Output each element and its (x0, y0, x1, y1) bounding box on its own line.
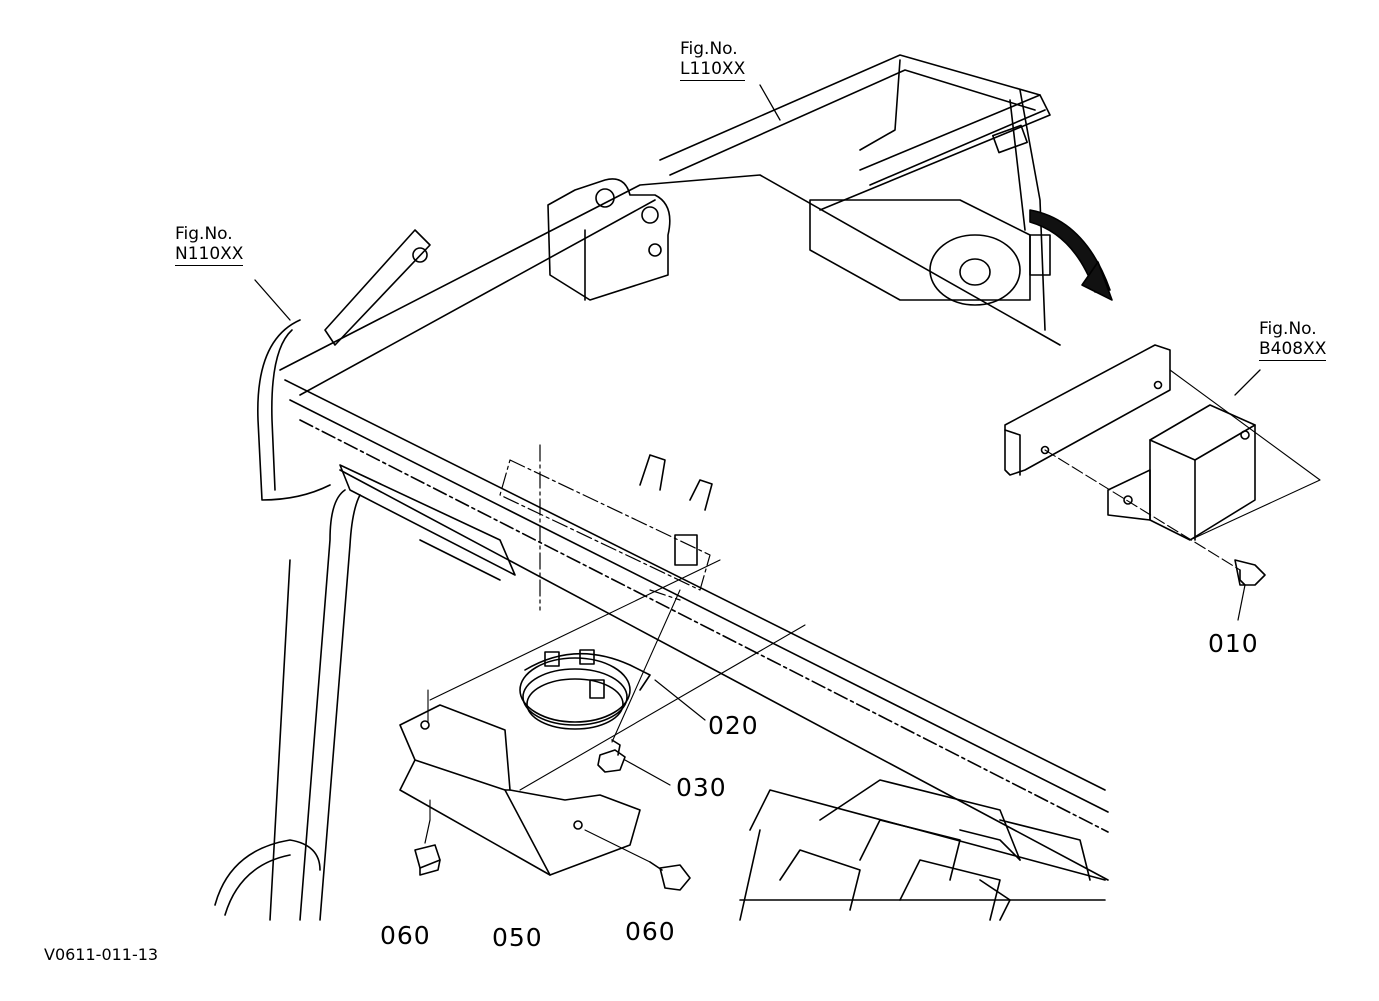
figure-ref-n110xx: Fig.No. N110XX (175, 224, 244, 267)
figure-ref-caption: Fig.No. (175, 224, 233, 244)
bracket-050-icon (399, 559, 806, 876)
figure-ref-b408xx: Fig.No. B408XX (1259, 319, 1327, 362)
bolt-060-left-icon (414, 799, 441, 876)
figure-ref-code: B408XX (1259, 339, 1327, 362)
part-number-020: 020 (708, 711, 759, 740)
assembly-guide-lines (499, 444, 711, 611)
nut-030-icon (597, 589, 681, 786)
part-number-050: 050 (492, 923, 543, 952)
figure-ref-code: L110XX (680, 59, 746, 82)
horn-020-icon (519, 649, 706, 730)
main-frame (214, 54, 1109, 921)
part-number-030: 030 (676, 773, 727, 802)
figure-ref-l110xx: Fig.No. L110XX (680, 39, 746, 82)
part-number-060-right: 060 (625, 917, 676, 946)
bolt-010-icon (1234, 559, 1266, 621)
part-number-060-left: 060 (380, 921, 431, 950)
part-number-010: 010 (1208, 629, 1259, 658)
figure-ref-code: N110XX (175, 244, 244, 267)
relay-bracket-assembly (1004, 344, 1321, 571)
document-id: V0611-011-13 (44, 945, 159, 964)
rotation-arrow-icon (1029, 209, 1113, 301)
figure-leader-lines (254, 84, 1261, 396)
bolt-060-right-icon (584, 829, 691, 891)
figure-ref-caption: Fig.No. (680, 39, 738, 59)
figure-ref-caption: Fig.No. (1259, 319, 1317, 339)
